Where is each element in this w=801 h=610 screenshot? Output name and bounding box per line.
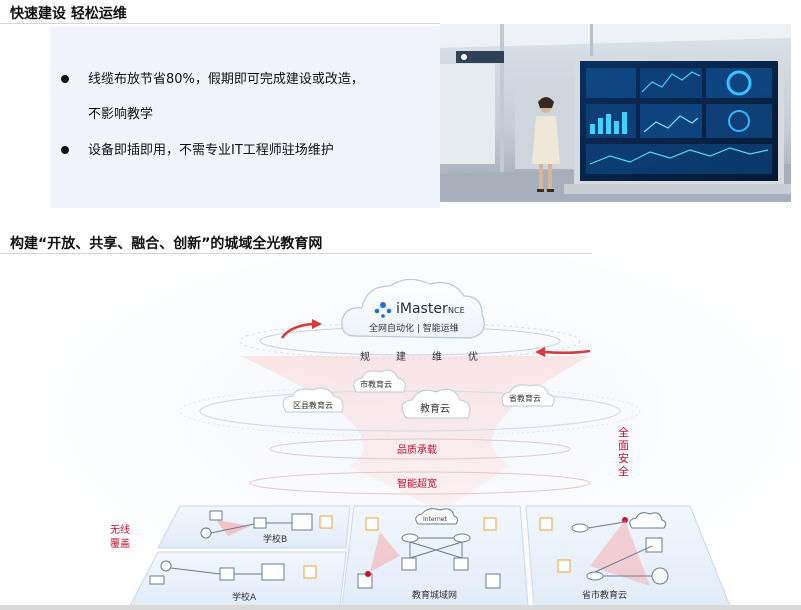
school-b-label: 学校B <box>263 533 287 545</box>
city-edu-cloud-label: 市教育云 <box>360 379 392 389</box>
office-dashboard-photo <box>440 24 791 202</box>
feature-bullet-2: 设备即插即用，不需专业IT工程师驻场维护 <box>61 139 334 158</box>
security-char-3: 安 <box>618 451 629 465</box>
camera-icon <box>200 527 212 539</box>
security-char-1: 全 <box>618 425 629 439</box>
section-title-quick-build: 快速建设 轻松运维 <box>10 6 127 22</box>
imaster-logo-icon <box>374 302 392 318</box>
security-char-2: 面 <box>618 439 629 452</box>
cloud-service-icon <box>629 512 667 529</box>
ring-arrow-left-icon <box>280 322 313 339</box>
ring-label-maintain: 维 <box>432 350 442 363</box>
camera-icon <box>149 575 165 585</box>
beam-shape <box>240 356 590 586</box>
feature-bullet-2-line1: 设备即插即用，不需专业IT工程师驻场维护 <box>88 143 334 158</box>
ap-icon <box>160 560 172 572</box>
school-a-label: 学校A <box>232 591 257 603</box>
bullet-dot-icon <box>61 145 69 154</box>
nce-subtitle: 全网自动化 | 智能运维 <box>369 322 459 334</box>
nce-brand-suffix: NCE <box>448 306 465 315</box>
threat-icon <box>365 571 371 577</box>
ring-label-optimize: 优 <box>468 350 478 363</box>
province-edu-cloud-label: 省教育云 <box>509 393 541 403</box>
switch-icon <box>253 517 267 529</box>
province-city-cloud-label: 省市教育云 <box>582 589 627 601</box>
district-cloud-shape <box>282 387 344 413</box>
quality-label: 品质承载 <box>397 444 437 456</box>
nce-brand: iMaster <box>396 301 448 317</box>
school-building-icon <box>291 513 313 531</box>
firewall-icon <box>365 517 379 531</box>
wireless-line1: 无线 <box>110 523 130 536</box>
feature-bullet-1-line2: 不影响教学 <box>88 107 154 122</box>
olt-icon <box>401 557 417 571</box>
section-divider <box>0 253 592 254</box>
wireless-line2: 覆盖 <box>110 537 130 550</box>
city-cloud-shape <box>353 369 406 393</box>
ap-icon <box>209 510 223 521</box>
data-center-icon <box>485 573 501 589</box>
imaster-nce-cloud <box>341 278 485 339</box>
router-icon <box>453 533 471 543</box>
bullet-dot-icon <box>61 74 69 83</box>
edu-cloud-label: 教育云 <box>420 402 450 415</box>
router-icon <box>401 533 419 543</box>
cloud-storage-icon <box>651 567 669 585</box>
feature-bullet-1: 线缆布放节省80%，假期即可完成建设或改造， <box>61 68 364 87</box>
ring-label-build: 建 <box>396 350 406 363</box>
internet-cloud-icon <box>415 508 459 525</box>
router-icon <box>571 523 589 533</box>
firewall-icon <box>539 517 553 531</box>
metro-net-label: 教育城域网 <box>412 589 457 601</box>
network-architecture-diagram: iMaster NCE 全网自动化 | 智能运维 规 建 维 优 市教育云 区县… <box>50 256 796 608</box>
router-icon <box>586 571 604 581</box>
edu-cloud-shape <box>401 388 471 419</box>
bandwidth-label: 智能超宽 <box>397 477 437 490</box>
firewall-icon <box>319 515 333 529</box>
feature-bullet-1-line1: 线缆布放节省80%，假期即可完成建设或改造， <box>88 72 364 87</box>
internet-label: Internet <box>423 516 447 523</box>
school-building-icon <box>261 563 285 581</box>
section-divider <box>0 23 440 24</box>
security-char-4: 全 <box>618 464 629 478</box>
province-cloud-shape <box>501 384 555 407</box>
server-cluster-icon <box>645 537 663 553</box>
district-edu-cloud-label: 区县教育云 <box>293 400 333 410</box>
firewall-icon <box>483 517 497 531</box>
olt-icon <box>453 557 469 571</box>
ring-label-plan: 规 <box>360 350 370 363</box>
bottom-scroll-edge <box>0 605 801 610</box>
section-title-metro-network: 构建“开放、共享、融合、创新”的城域全光教育网 <box>10 236 323 252</box>
feature-bullet-1-cont: 不影响教学 <box>88 103 153 122</box>
ring-arrow-right-icon <box>544 349 591 355</box>
firewall-icon <box>557 559 571 573</box>
switch-icon <box>219 567 235 581</box>
feature-list-panel <box>50 26 440 208</box>
firewall-icon <box>303 565 317 579</box>
